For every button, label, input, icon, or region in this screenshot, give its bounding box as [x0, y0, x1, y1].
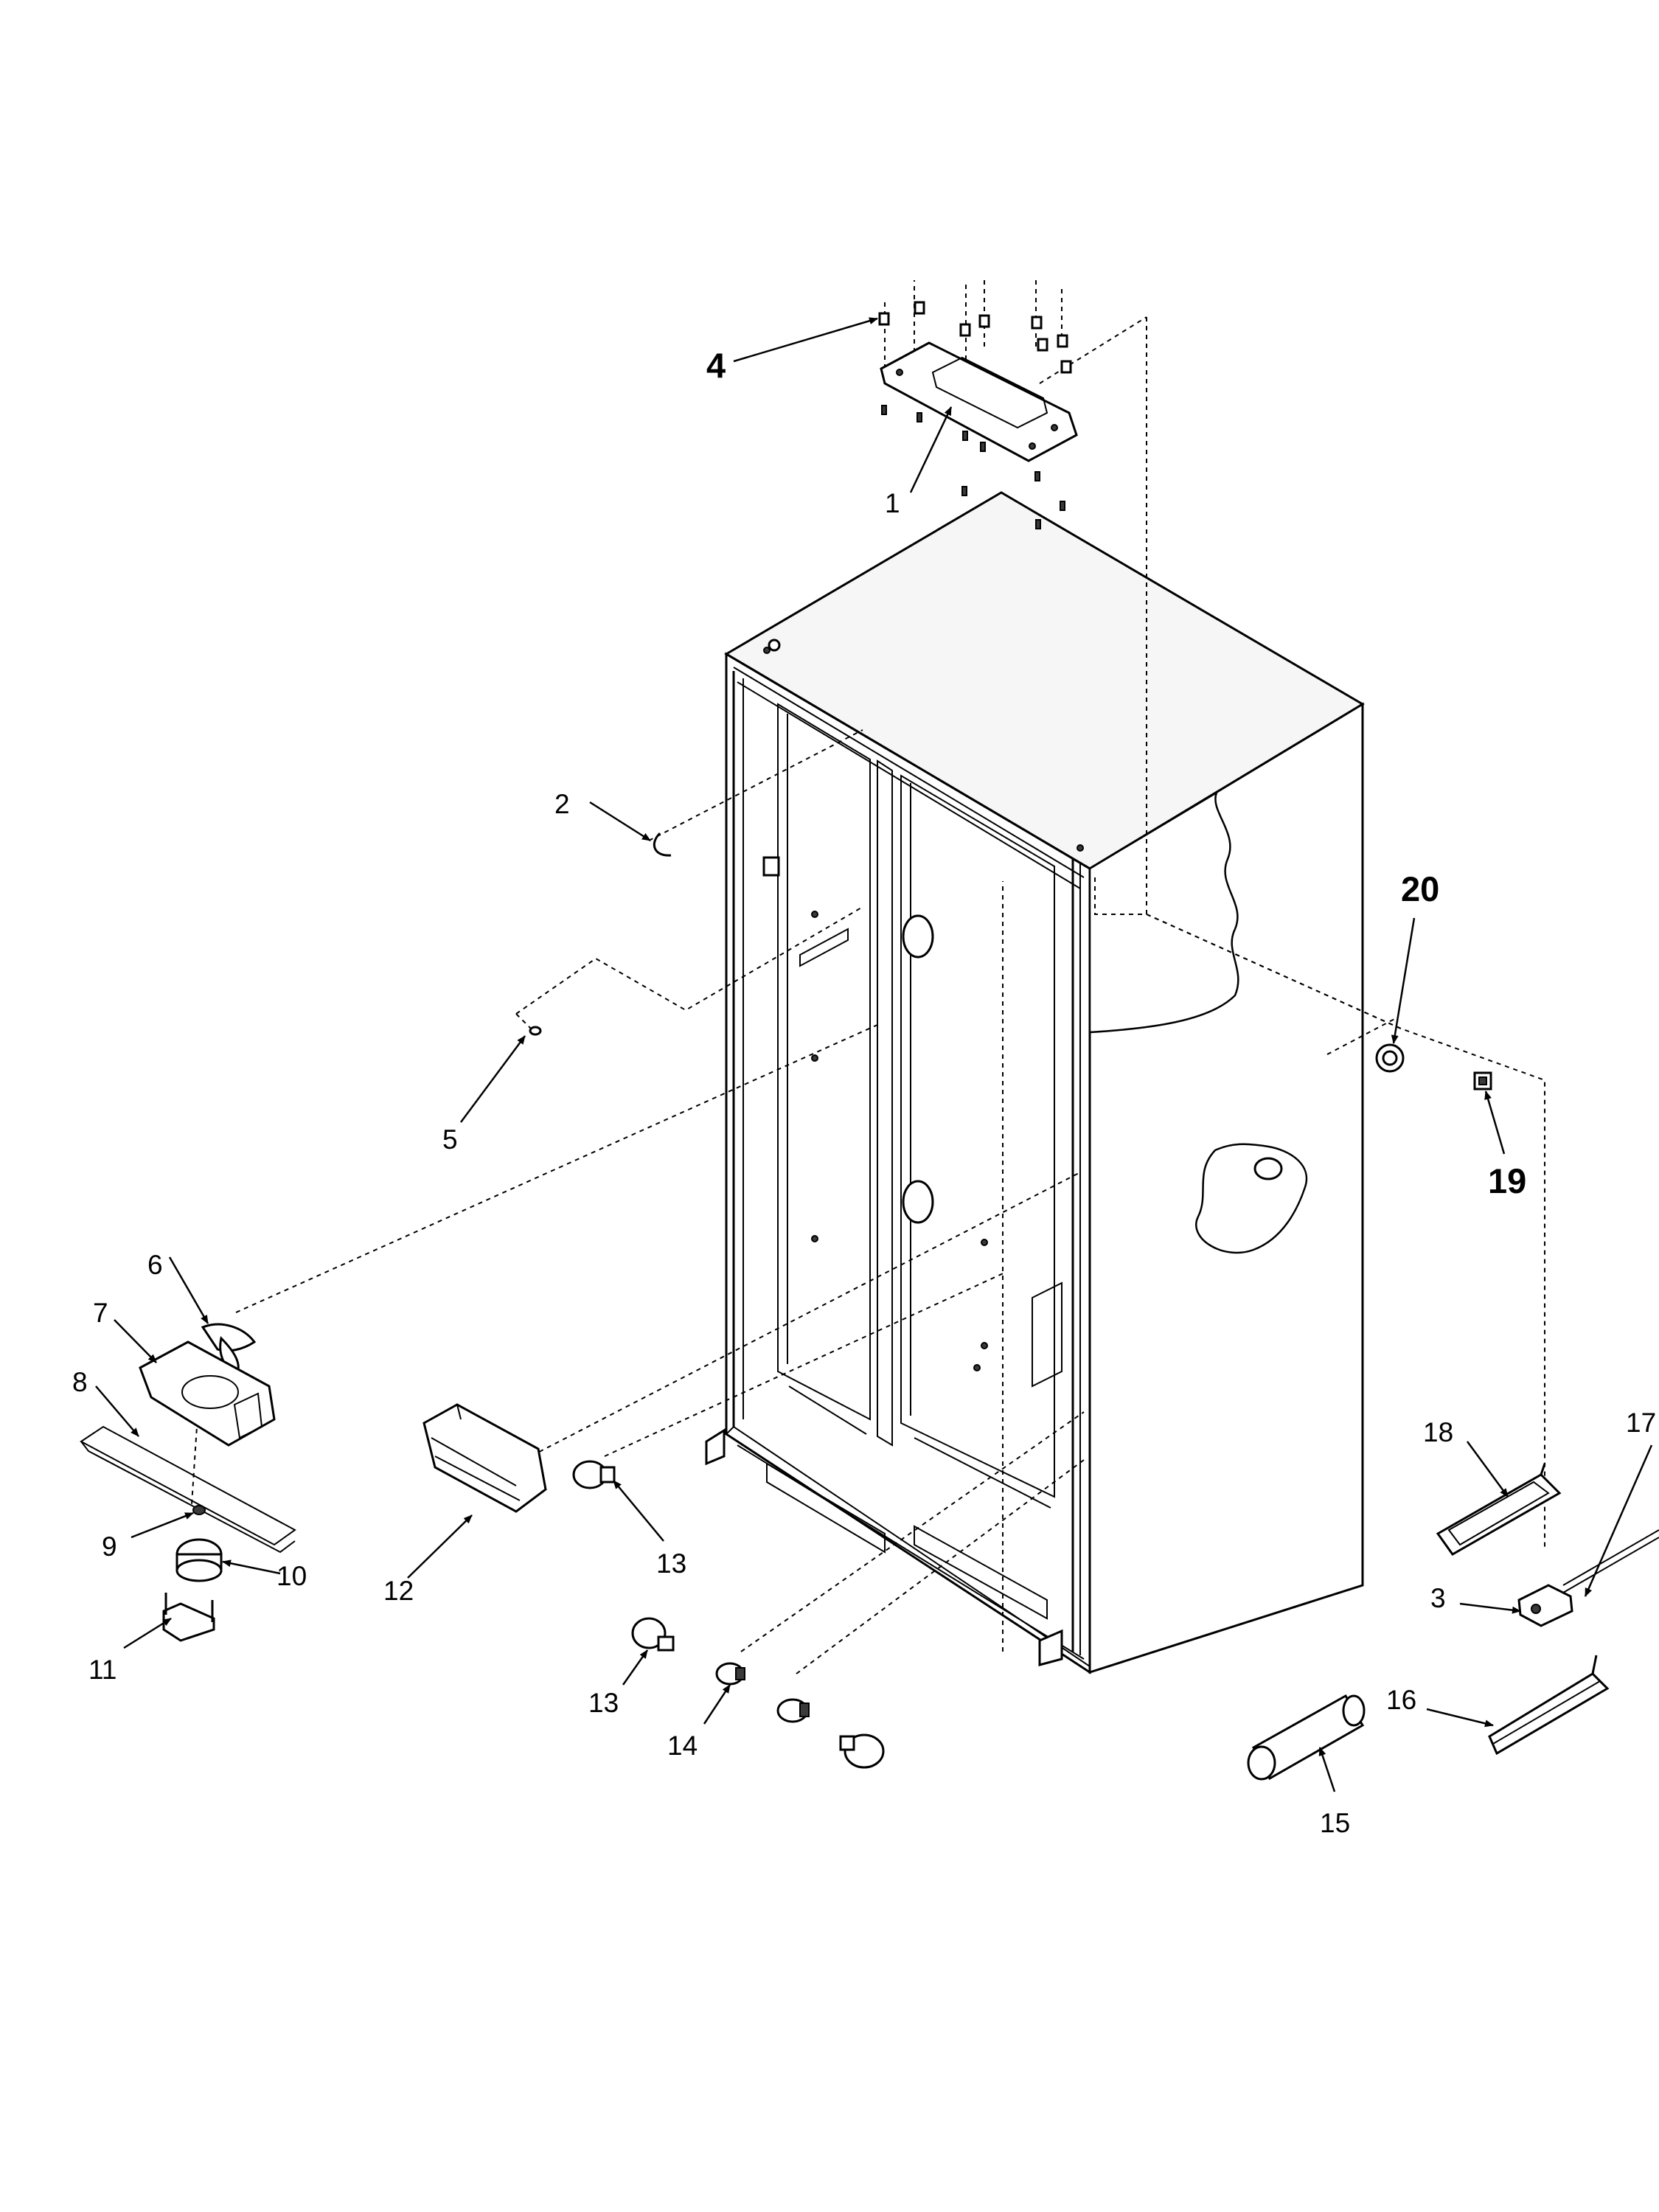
part-18-filter-head: [1436, 1463, 1562, 1556]
fan-assembly: [80, 1323, 296, 1642]
callout-16: 16: [1386, 1685, 1416, 1715]
callout-17: 17: [1626, 1408, 1656, 1438]
callout-20: 20: [1401, 869, 1439, 908]
callout-14: 14: [667, 1731, 698, 1761]
callout-4: 4: [706, 346, 726, 385]
callout-12: 12: [383, 1576, 414, 1606]
part-20-grommet: [1375, 1043, 1405, 1073]
callout-10: 10: [276, 1561, 307, 1591]
part-3-valve: [1517, 1584, 1573, 1627]
callout-18: 18: [1423, 1417, 1453, 1447]
callout-leaders: [95, 317, 1653, 1792]
part-2-clip: [653, 832, 672, 857]
part-17-tube: [1562, 1529, 1659, 1593]
callout-5: 5: [442, 1124, 458, 1155]
part-1-bracket: [880, 341, 1078, 462]
callout-2: 2: [554, 789, 570, 819]
part-14-sockets: [715, 1662, 810, 1723]
part-4-screws: [878, 301, 1072, 529]
callout-13b: 13: [588, 1688, 619, 1718]
callout-3: 3: [1430, 1583, 1446, 1613]
part-13-bulbs: [572, 1460, 885, 1769]
part-12-light-cover: [422, 1403, 547, 1513]
callout-11: 11: [88, 1655, 116, 1685]
part-19-clip: [1473, 1071, 1492, 1091]
callout-9: 9: [102, 1531, 117, 1562]
callout-19: 19: [1488, 1161, 1526, 1200]
part-5-pin: [529, 1026, 542, 1036]
part-15-filter: [1247, 1694, 1366, 1781]
callout-1: 1: [885, 488, 900, 518]
callout-8: 8: [72, 1367, 88, 1397]
refrigerator-cabinet: [705, 491, 1365, 1674]
callout-labels: 1 2 3 4 5 6 7 8 9 10 11 12 13 13 14 15 1…: [72, 346, 1656, 1838]
callout-15: 15: [1320, 1808, 1350, 1838]
part-16-housing: [1488, 1655, 1610, 1756]
callout-13a: 13: [656, 1548, 686, 1579]
callout-6: 6: [147, 1250, 163, 1280]
callout-7: 7: [93, 1298, 108, 1328]
